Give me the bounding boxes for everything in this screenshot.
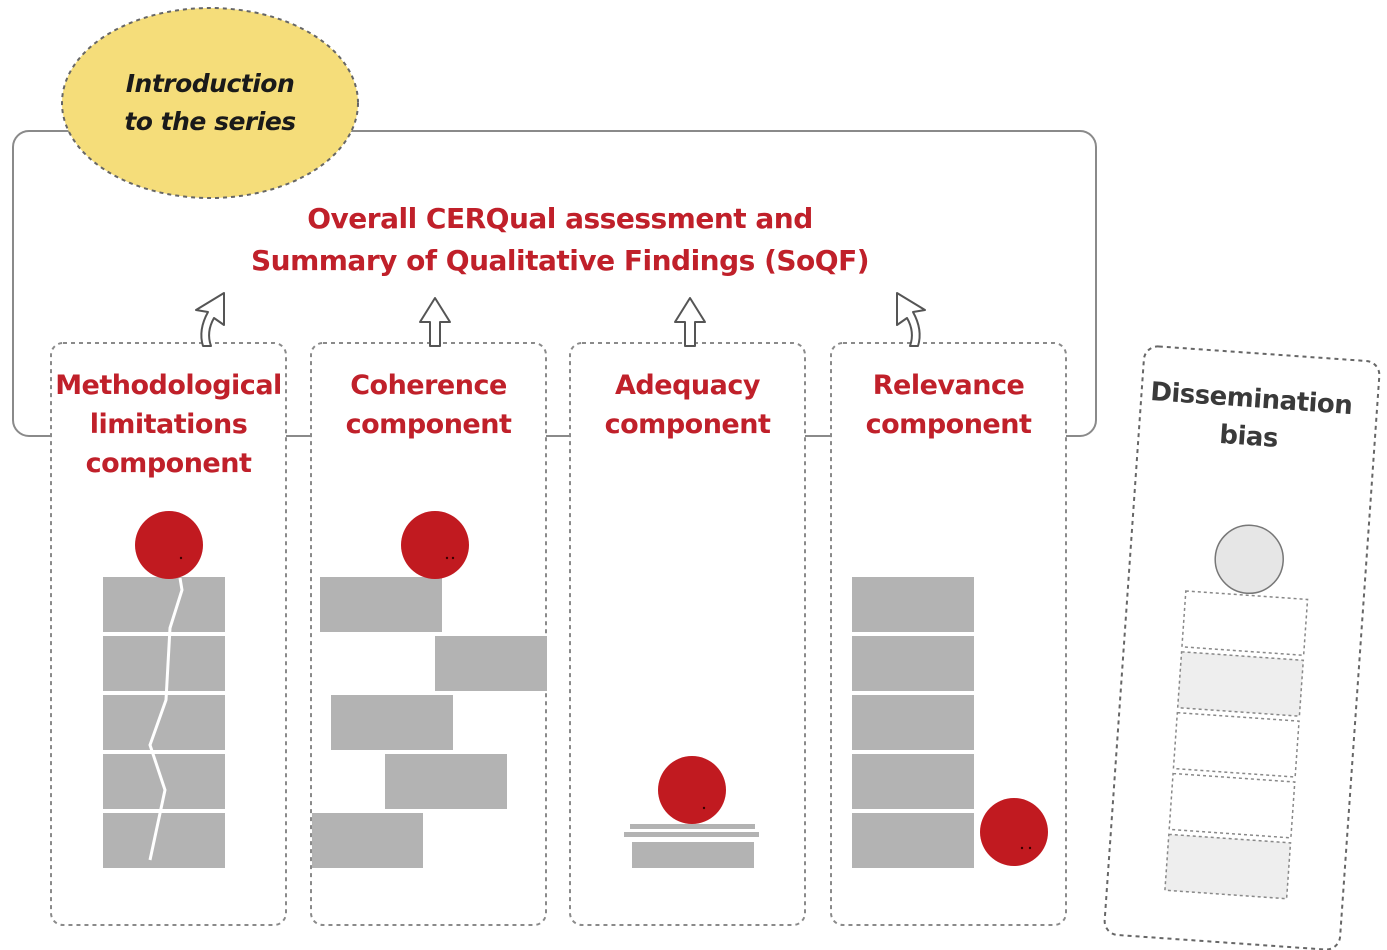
up-arrows	[195, 292, 926, 347]
brick	[632, 842, 754, 868]
plate	[624, 832, 759, 837]
relevance-illustration	[852, 577, 1048, 868]
overall-line-1: Overall CERQual assessment and	[307, 202, 813, 235]
brick	[320, 577, 442, 632]
ghost-ball	[1214, 524, 1284, 595]
arrow-coherence-icon	[419, 297, 451, 347]
brick	[103, 636, 225, 691]
adequacy-line-1: Adequacy	[615, 370, 760, 401]
crack-line	[148, 577, 184, 861]
ball	[135, 511, 203, 579]
adequacy-title: Adequacy component	[570, 366, 805, 444]
brick	[385, 754, 507, 809]
brick	[852, 577, 974, 632]
arrow-relevance-icon	[896, 292, 926, 347]
brick	[852, 636, 974, 691]
relevance-title: Relevance component	[831, 366, 1066, 444]
plate	[630, 824, 755, 829]
ball	[401, 511, 469, 579]
intro-ellipse	[61, 7, 359, 199]
coherence-line-1: Coherence	[350, 370, 507, 401]
brick	[312, 813, 423, 868]
brick	[103, 577, 225, 632]
brick	[852, 813, 974, 868]
dissemination-panel	[1103, 345, 1381, 950]
brick	[331, 695, 453, 750]
ball	[658, 756, 726, 824]
assessment-frame	[12, 130, 1097, 437]
overall-title: Overall CERQual assessment and Summary o…	[240, 198, 880, 282]
relevance-line-2: component	[865, 409, 1032, 440]
arrow-adequacy-icon	[674, 297, 706, 347]
relevance-line-1: Relevance	[872, 370, 1025, 401]
methodological-line-3: component	[85, 448, 252, 479]
intro-line-1: Introduction	[125, 69, 295, 98]
brick	[852, 754, 974, 809]
overall-line-2: Summary of Qualitative Findings (SoQF)	[250, 244, 870, 277]
intro-line-2: to the series	[124, 107, 296, 136]
methodological-line-1: Methodological	[55, 370, 282, 401]
methodological-illustration	[103, 511, 225, 868]
brick	[852, 695, 974, 750]
brick	[103, 813, 225, 868]
coherence-title: Coherence component	[311, 366, 546, 444]
ghost-brick	[1181, 590, 1309, 657]
methodological-line-2: limitations	[89, 409, 248, 440]
arrow-methodological-icon	[195, 292, 225, 347]
adequacy-line-2: component	[604, 409, 771, 440]
dissemination-title: Dissemination bias	[1138, 372, 1363, 463]
methodological-title: Methodological limitations component	[51, 366, 286, 483]
brick	[435, 636, 547, 691]
ghost-brick	[1176, 650, 1305, 717]
ghost-brick	[1164, 833, 1292, 900]
ghost-brick	[1172, 711, 1300, 778]
intro-label: Introduction to the series	[60, 65, 360, 141]
ghost-brick	[1168, 772, 1296, 839]
adequacy-illustration	[624, 756, 759, 868]
ball	[980, 798, 1048, 866]
coherence-line-2: component	[345, 409, 512, 440]
coherence-illustration	[312, 511, 547, 868]
